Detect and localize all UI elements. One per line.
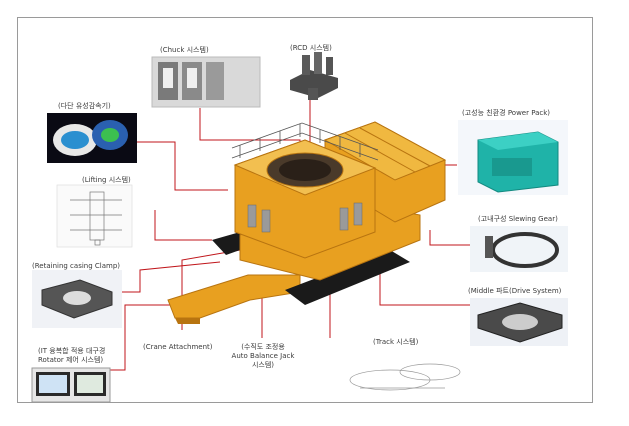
- slewing-gear-image: [470, 226, 568, 272]
- label-middle-part: (Middle 파트(Drive System): [468, 287, 562, 295]
- label-track: (Track 시스템): [373, 338, 419, 346]
- middle-part-image: [470, 298, 568, 346]
- chuck-image: [151, 56, 261, 108]
- label-multi-stage-reducer: (다단 유성감속기): [58, 102, 111, 110]
- label-it-control-line1: (IT 융복합 적용 대구경: [38, 347, 106, 355]
- rcd-image: [290, 52, 338, 100]
- label-slewing-gear: (고내구성 Slewing Gear): [478, 215, 558, 223]
- label-rcd: (RCD 시스템): [290, 44, 332, 52]
- power-pack-image: [458, 120, 568, 195]
- lifting-image: [56, 184, 133, 248]
- label-crane-attachment: (Crane Attachment): [143, 343, 213, 351]
- label-auto-balance-line3: 시스템): [251, 361, 275, 369]
- crane-attachment: [167, 274, 301, 324]
- it-control-image: [31, 367, 111, 403]
- label-power-pack: (고성능 친환경 Power Pack): [462, 109, 551, 117]
- reducer-image: [47, 113, 137, 163]
- label-lifting: (Lifting 시스템): [82, 176, 131, 184]
- track-sketch-image: [349, 363, 461, 391]
- label-chuck: (Chuck 시스템): [160, 46, 209, 54]
- label-retaining-clamp: (Retaining casing Clamp): [32, 262, 121, 270]
- label-it-control-line2: Rotator 제어 시스템): [38, 356, 104, 364]
- retaining-clamp-image: [32, 270, 122, 328]
- label-auto-balance-line2: Auto Balance Jack: [231, 352, 295, 360]
- label-auto-balance-line1: (수직도 조정용: [241, 343, 285, 351]
- machine-body: [231, 121, 447, 281]
